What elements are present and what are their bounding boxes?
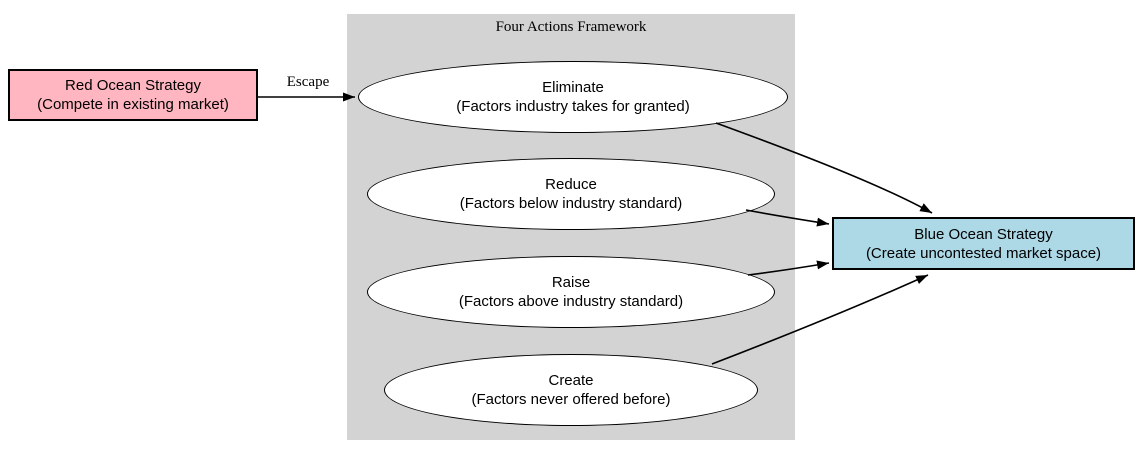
- blue-ocean-strategy-node: Blue Ocean Strategy (Create uncontested …: [832, 217, 1135, 270]
- red-ocean-title: Red Ocean Strategy: [65, 77, 201, 94]
- raise-node: Raise (Factors above industry standard): [367, 256, 775, 328]
- cluster-title: Four Actions Framework: [495, 19, 647, 35]
- raise-subtitle: (Factors above industry standard): [458, 293, 684, 310]
- create-subtitle: (Factors never offered before): [471, 391, 671, 408]
- reduce-title: Reduce: [545, 176, 597, 193]
- blue-ocean-subtitle: (Create uncontested market space): [865, 244, 1102, 262]
- red-ocean-subtitle: (Compete in existing market): [37, 96, 229, 113]
- escape-edge-label: Escape: [286, 74, 330, 90]
- eliminate-subtitle: (Factors industry takes for granted): [456, 98, 690, 115]
- reduce-subtitle: (Factors below industry standard): [459, 195, 683, 212]
- eliminate-title: Eliminate: [542, 79, 604, 96]
- raise-title: Raise: [551, 274, 591, 291]
- blue-ocean-title: Blue Ocean Strategy: [914, 225, 1053, 243]
- red-ocean-strategy-node: Red Ocean Strategy (Compete in existing …: [8, 69, 258, 121]
- eliminate-node: Eliminate (Factors industry takes for gr…: [358, 61, 788, 133]
- create-title: Create: [548, 372, 594, 389]
- create-node: Create (Factors never offered before): [384, 354, 758, 426]
- reduce-node: Reduce (Factors below industry standard): [367, 158, 775, 230]
